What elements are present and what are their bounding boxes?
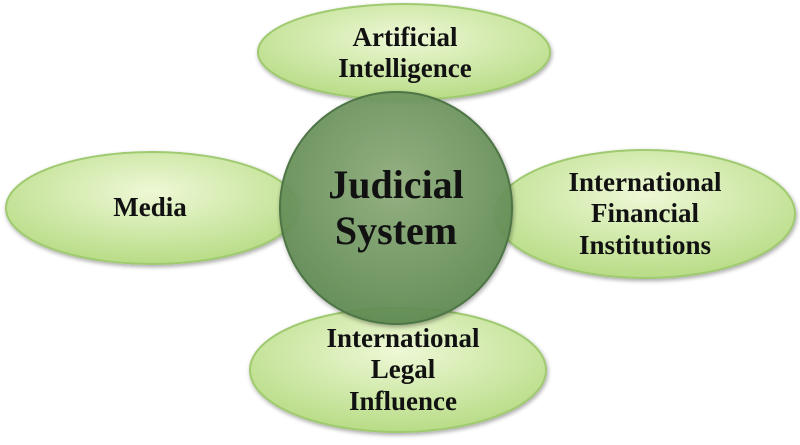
petal-right-shape: [494, 149, 796, 279]
petal-top-shape: [257, 3, 551, 101]
petal-bottom-shape: [249, 307, 547, 433]
center-circle-shape: [279, 91, 513, 325]
petal-left-shape: [5, 151, 299, 265]
